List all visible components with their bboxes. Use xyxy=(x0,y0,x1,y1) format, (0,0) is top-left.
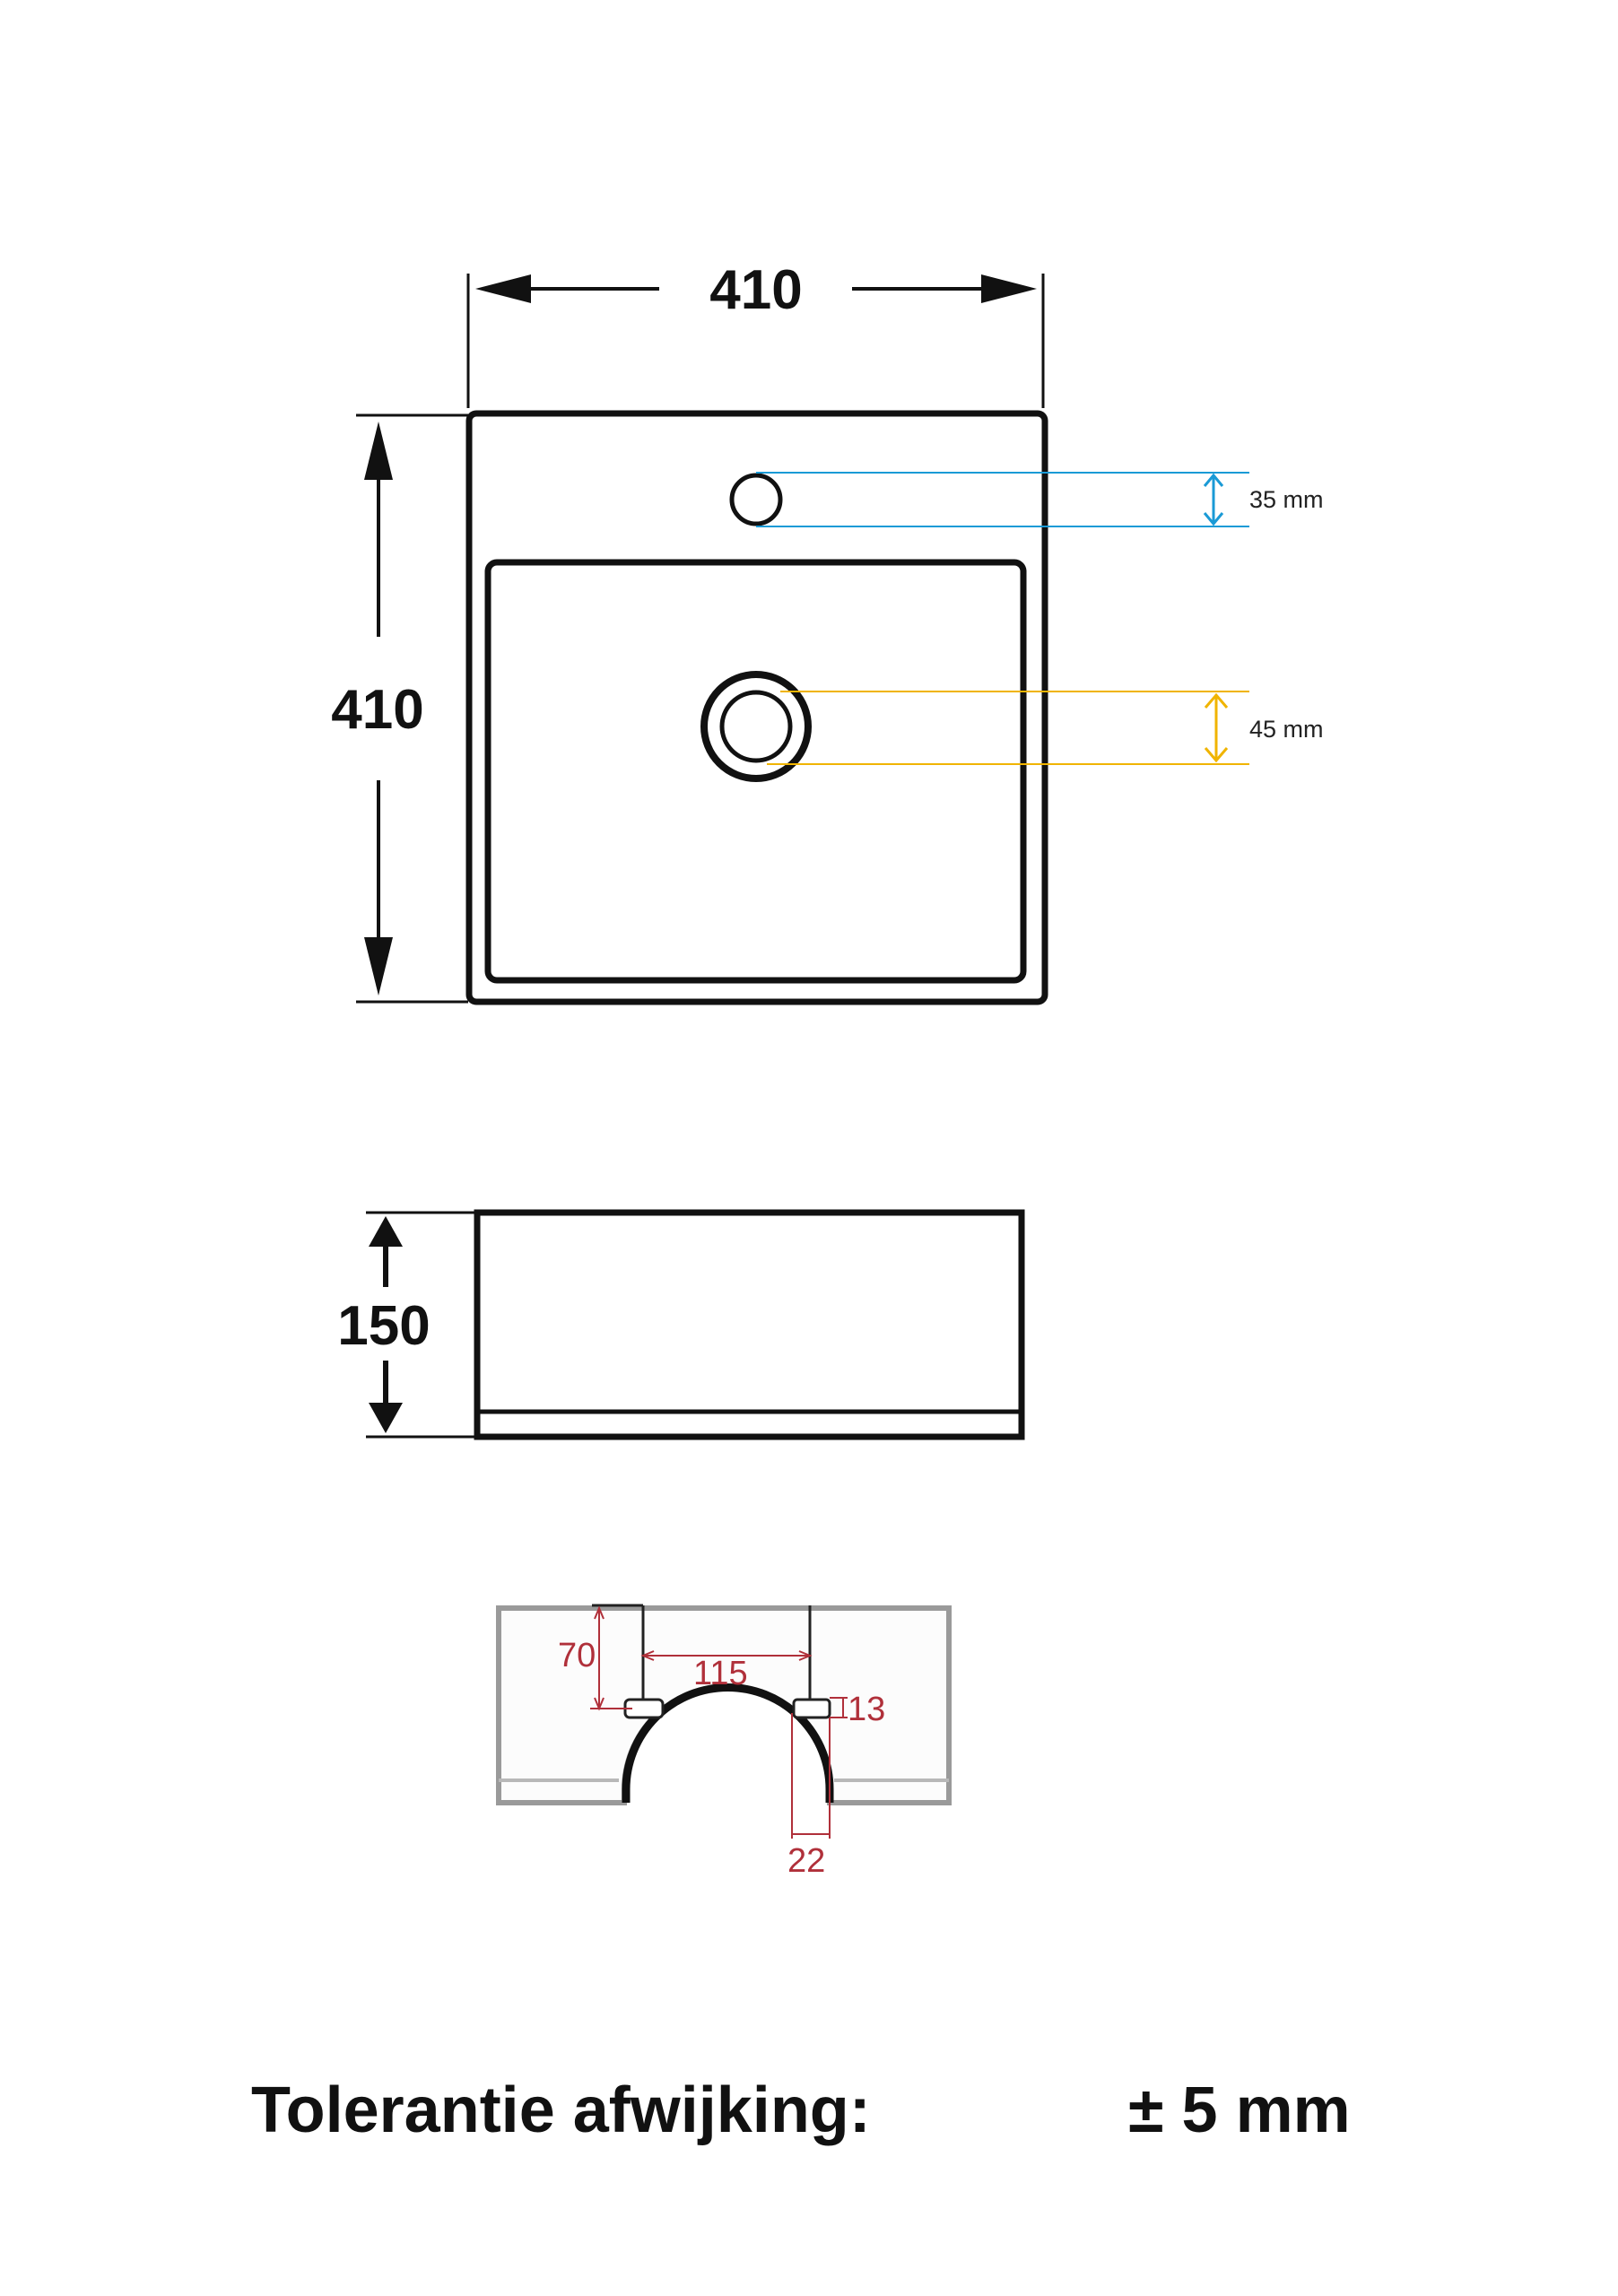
rear-dimension-22: 22 xyxy=(787,1842,825,1880)
side-view-body xyxy=(474,1209,1025,1440)
tap-hole xyxy=(729,473,783,526)
height-arrow-top-head xyxy=(364,422,393,480)
side-arrow-top-head xyxy=(369,1216,403,1247)
side-height-dimension-label: 150 xyxy=(337,1295,430,1357)
tolerance-label: Tolerantie afwijking: xyxy=(251,2074,871,2146)
rear-dimension-115: 115 xyxy=(693,1655,748,1692)
width-dimension-label: 410 xyxy=(709,259,802,321)
width-arrow-left-head xyxy=(475,274,531,303)
drain-dimension-label: 45 mm xyxy=(1249,716,1324,743)
drain-dimension xyxy=(767,691,1249,765)
side-arrow-bottom-head xyxy=(369,1403,403,1433)
rear-view: 70 115 13 22 xyxy=(496,1604,952,1880)
rear-dimension-13: 13 xyxy=(848,1691,885,1728)
height-dimension-label: 410 xyxy=(331,679,423,741)
rear-dimension-70: 70 xyxy=(558,1637,596,1674)
rear-view-arch xyxy=(622,1683,834,1803)
height-arrow-bottom-head xyxy=(364,937,393,996)
tolerance-value: ± 5 mm xyxy=(1128,2074,1351,2146)
mounting-hole-right xyxy=(792,1698,831,1719)
rear-dimension-lines xyxy=(590,1605,848,1839)
drain-outer-ring xyxy=(700,671,812,782)
tap-hole-dimension xyxy=(756,472,1249,527)
width-arrow-right-head xyxy=(981,274,1037,303)
side-view: 150 xyxy=(337,1209,1025,1440)
basin-outer-rim xyxy=(465,410,1048,1005)
top-view: 410 410 35 mm xyxy=(331,259,1324,1005)
basin-bowl xyxy=(484,559,1027,984)
tap-hole-dimension-label: 35 mm xyxy=(1249,486,1324,513)
drain-inner-ring xyxy=(719,690,793,763)
